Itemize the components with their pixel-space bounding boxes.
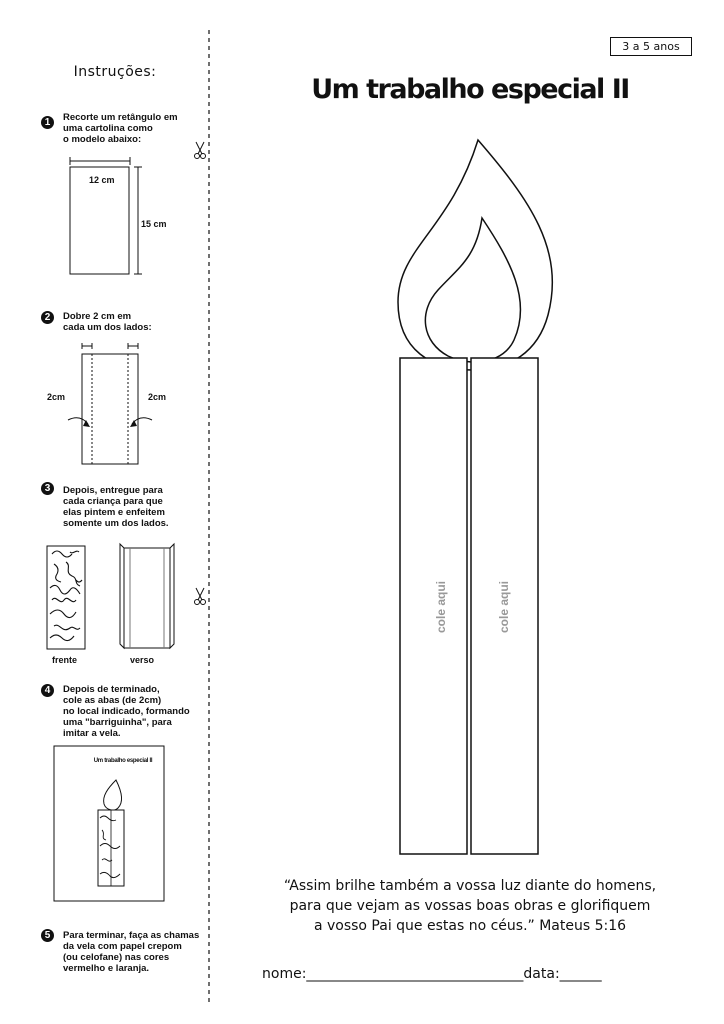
step-2-text: Dobre 2 cm em cada um dos lados: (63, 311, 152, 333)
name-date-field[interactable]: nome:_______________________________data… (262, 966, 602, 982)
decorated-sheets-diagram (46, 542, 175, 650)
scissors-icon-bottom (194, 587, 206, 605)
rectangle-diagram (69, 157, 142, 275)
verse-line-2: para que vejam as vossas boas obras e gl… (289, 898, 651, 914)
glue-here-left-label: cole aqui (434, 581, 448, 634)
mini-sheet-title: Um trabalho especial II (93, 758, 153, 764)
fold-diagram (67, 343, 153, 465)
bible-verse: “Assim brilhe também a vossa luz diante … (250, 876, 690, 936)
candle-illustration (397, 138, 553, 855)
age-badge: 3 a 5 anos (610, 37, 692, 56)
front-label: frente (52, 655, 78, 665)
step-5-text: Para terminar, faça as chamas da vela co… (63, 930, 200, 974)
doodle-icon (49, 550, 83, 642)
fold-right-label: 2cm (148, 392, 167, 402)
page-title: Um trabalho especial II (311, 74, 630, 105)
scissors-icon-top (194, 141, 206, 159)
back-label: verso (130, 655, 155, 665)
step-3-text: Depois, entregue para cada criança para … (63, 485, 169, 529)
candle-right-panel (470, 357, 539, 855)
height-label: 15 cm (141, 219, 167, 229)
instructions-title: Instruções: (73, 64, 157, 80)
step-4-text: Depois de terminado, cole as abas (de 2c… (63, 684, 190, 739)
candle-left-panel (399, 357, 468, 855)
step-2-number: 2 (41, 311, 54, 324)
width-label: 12 cm (89, 175, 115, 185)
step-4-number: 4 (41, 684, 54, 697)
fold-left-label: 2cm (47, 392, 66, 402)
verse-line-1: “Assim brilhe também a vossa luz diante … (283, 878, 657, 894)
verse-line-3: a vosso Pai que estas no céus.” Mateus 5… (313, 918, 627, 934)
finished-sheet-diagram (53, 745, 165, 902)
step-5-number: 5 (41, 929, 54, 942)
step-1-number: 1 (41, 116, 54, 129)
step-3-number: 3 (41, 482, 54, 495)
flame-icon (397, 138, 553, 371)
step-1-text: Recorte um retângulo em uma cartolina co… (63, 112, 178, 145)
glue-here-right-label: cole aqui (497, 581, 511, 634)
